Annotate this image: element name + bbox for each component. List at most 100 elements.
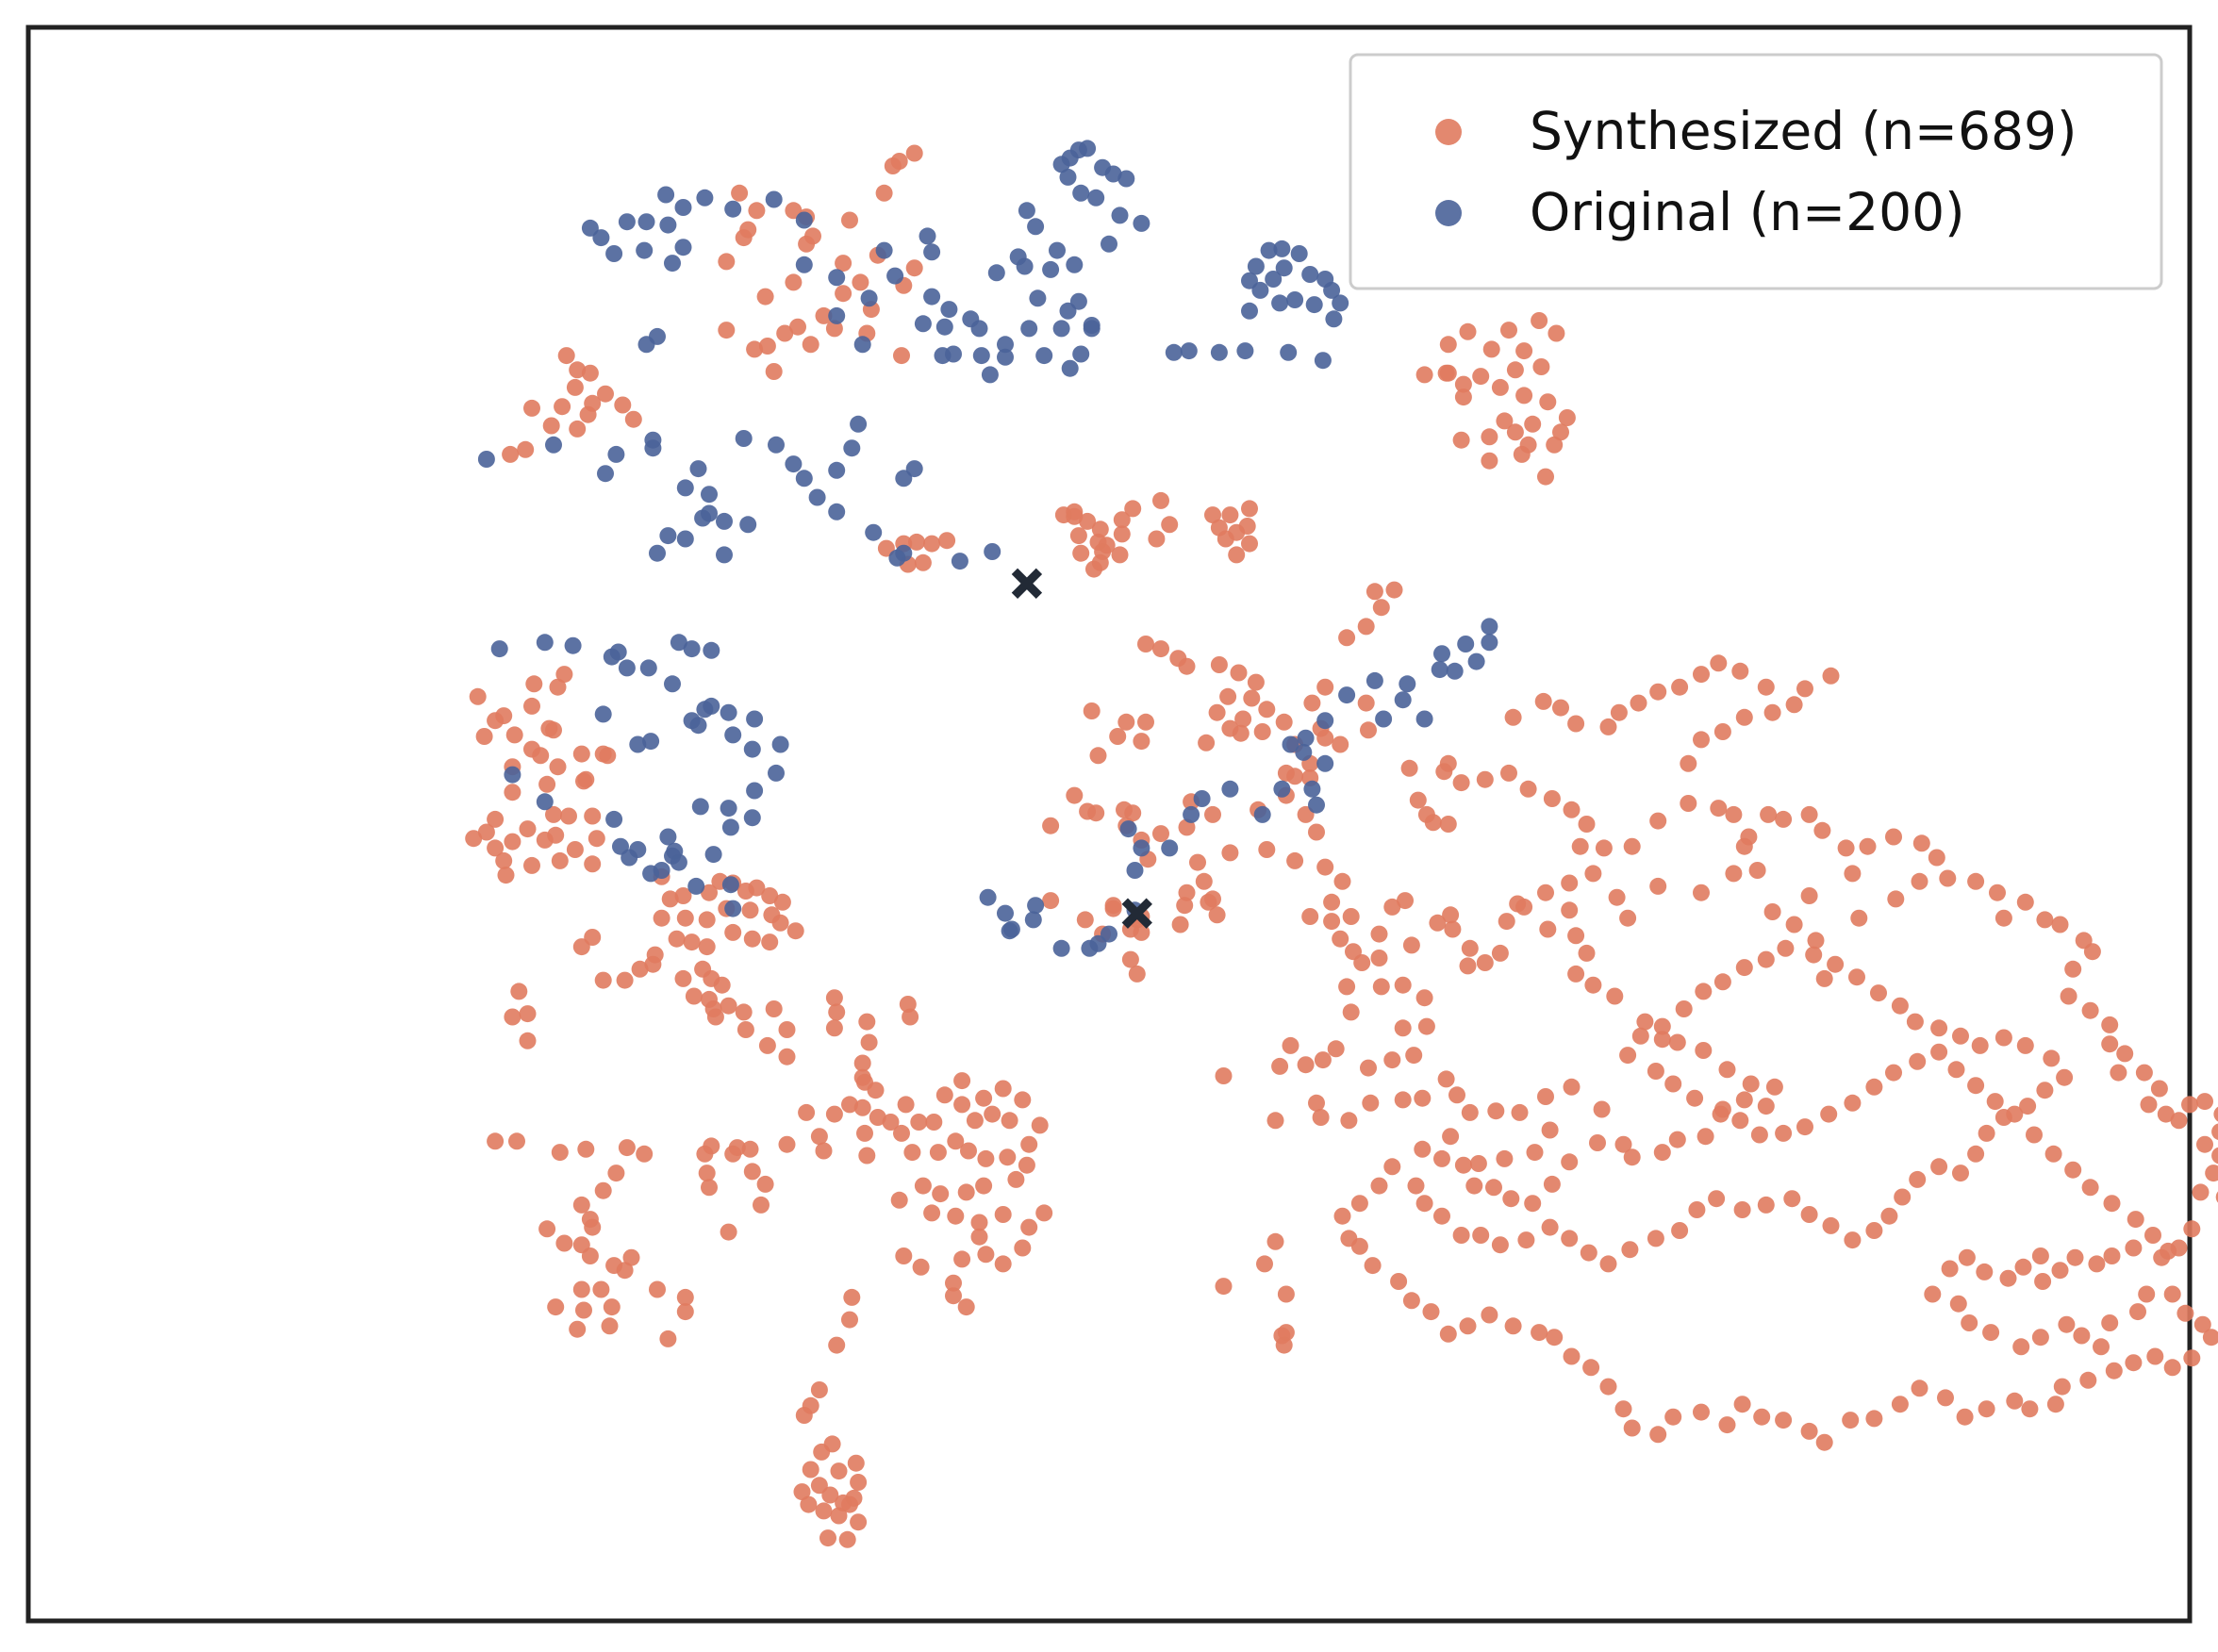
point-original-37 <box>1069 292 1087 310</box>
point-synthesized-443 <box>1394 976 1412 994</box>
point-synthesized-295 <box>853 1054 871 1072</box>
point-synthesized-750 <box>1757 678 1775 696</box>
point-synthesized-474 <box>1511 1103 1529 1121</box>
point-synthesized-336 <box>724 1145 742 1163</box>
point-original-45 <box>914 315 932 333</box>
point-synthesized-630 <box>1459 1317 1477 1335</box>
point-synthesized-320 <box>607 1165 625 1182</box>
point-synthesized-458 <box>1383 1051 1401 1069</box>
point-original-135 <box>664 675 681 693</box>
point-synthesized-610 <box>1865 1410 1883 1428</box>
point-synthesized-271 <box>584 929 602 946</box>
point-synthesized-559 <box>2196 1135 2213 1153</box>
point-synthesized-631 <box>1439 1325 1457 1343</box>
point-synthesized-338 <box>538 1220 556 1238</box>
point-synthesized-49 <box>1459 322 1477 340</box>
point-original-21 <box>875 241 893 259</box>
point-synthesized-620 <box>1649 1426 1667 1444</box>
point-synthesized-652 <box>1599 1255 1617 1273</box>
point-synthesized-183 <box>1121 950 1139 968</box>
x-marker-1 <box>1121 898 1152 929</box>
point-synthesized-316 <box>551 1144 569 1162</box>
point-synthesized-496 <box>1668 1131 1686 1148</box>
point-synthesized-515 <box>1537 884 1554 901</box>
point-synthesized-151 <box>1133 733 1150 751</box>
point-synthesized-516 <box>1561 874 1579 892</box>
point-synthesized-569 <box>2103 1247 2121 1264</box>
point-synthesized-329 <box>622 1248 640 1266</box>
point-synthesized-186 <box>1258 841 1276 858</box>
point-synthesized-179 <box>1076 911 1094 929</box>
point-original-169 <box>621 849 638 867</box>
point-synthesized-439 <box>1370 950 1388 966</box>
point-synthesized-68 <box>1481 428 1498 446</box>
point-synthesized-241 <box>599 747 617 765</box>
point-synthesized-66 <box>1524 415 1542 433</box>
point-original-143 <box>768 764 785 782</box>
point-synthesized-740 <box>1584 865 1602 883</box>
point-original-23 <box>919 227 936 245</box>
point-synthesized-302 <box>778 1135 796 1153</box>
point-original-152 <box>605 810 623 828</box>
point-synthesized-555 <box>2181 1096 2198 1114</box>
point-synthesized-447 <box>1459 957 1477 975</box>
point-synthesized-239 <box>575 772 592 790</box>
point-synthesized-312 <box>504 1008 521 1026</box>
point-synthesized-116 <box>1372 599 1390 617</box>
point-synthesized-71 <box>1546 436 1564 454</box>
point-synthesized-519 <box>1623 837 1641 855</box>
point-original-93 <box>716 546 733 564</box>
point-synthesized-514 <box>1515 898 1533 916</box>
point-synthesized-664 <box>1865 1222 1883 1239</box>
point-synthesized-730 <box>1800 887 1818 904</box>
point-synthesized-598 <box>2125 1354 2143 1372</box>
point-synthesized-485 <box>1442 1128 1460 1146</box>
point-synthesized-0 <box>731 184 749 202</box>
point-synthesized-561 <box>2205 1165 2218 1182</box>
point-synthesized-769 <box>1563 801 1581 818</box>
point-synthesized-6 <box>835 255 852 273</box>
point-synthesized-593 <box>2193 1315 2211 1333</box>
point-synthesized-634 <box>1390 1273 1408 1290</box>
point-synthesized-8 <box>756 288 774 306</box>
point-synthesized-38 <box>554 398 571 416</box>
point-synthesized-50 <box>1500 322 1517 339</box>
point-synthesized-357 <box>925 1114 943 1131</box>
point-synthesized-40 <box>542 417 560 435</box>
point-synthesized-298 <box>825 1105 843 1123</box>
point-original-6 <box>1104 165 1122 183</box>
point-synthesized-253 <box>741 901 759 919</box>
point-synthesized-107 <box>877 539 895 557</box>
point-synthesized-283 <box>765 1000 783 1017</box>
point-synthesized-470 <box>1437 1070 1455 1088</box>
point-synthesized-321 <box>594 1181 612 1199</box>
point-synthesized-220 <box>504 784 521 801</box>
point-original-142 <box>771 735 789 753</box>
point-synthesized-433 <box>1275 1336 1293 1354</box>
point-synthesized-315 <box>508 1132 525 1150</box>
point-original-13 <box>1018 202 1035 220</box>
point-synthesized-499 <box>1735 1091 1753 1109</box>
point-synthesized-533 <box>1928 849 1945 867</box>
point-synthesized-230 <box>588 830 605 848</box>
point-synthesized-342 <box>575 1301 592 1319</box>
point-synthesized-389 <box>994 1255 1012 1273</box>
point-synthesized-269 <box>594 971 612 989</box>
point-synthesized-645 <box>1452 1227 1470 1244</box>
point-synthesized-301 <box>815 1142 833 1160</box>
point-original-113 <box>1301 266 1319 283</box>
point-synthesized-173 <box>1171 916 1189 933</box>
point-original-53 <box>696 189 714 206</box>
point-synthesized-737 <box>1649 877 1667 895</box>
point-synthesized-752 <box>1710 654 1728 672</box>
point-original-62 <box>605 245 623 262</box>
point-original-39 <box>1061 359 1079 377</box>
point-synthesized-415 <box>800 1495 818 1513</box>
point-original-30 <box>981 366 999 384</box>
point-synthesized-762 <box>1504 708 1522 726</box>
point-synthesized-476 <box>1563 1078 1581 1096</box>
point-original-104 <box>1210 343 1228 361</box>
point-original-28 <box>997 336 1014 354</box>
point-synthesized-563 <box>2215 1191 2218 1203</box>
point-original-112 <box>1290 245 1308 262</box>
